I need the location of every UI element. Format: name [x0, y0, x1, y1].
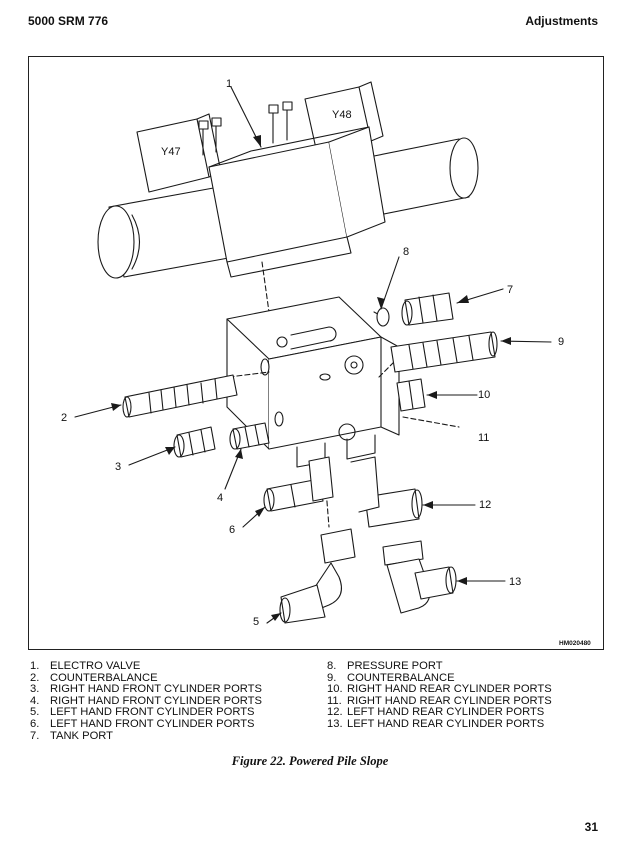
elbow-13-drawing: [382, 540, 457, 614]
legend-item: 5.LEFT HAND FRONT CYLINDER PORTS: [30, 706, 255, 719]
callout-9: 9: [558, 336, 564, 348]
manifold-block-drawing: [226, 296, 400, 468]
legend-item: 4.RIGHT HAND FRONT CYLINDER PORTS: [30, 694, 262, 707]
elbow-5-drawing: [279, 528, 356, 624]
fitting-8-drawing: [376, 307, 390, 327]
figure-caption: Figure 22. Powered Pile Slope: [231, 754, 389, 768]
callout-2: 2: [61, 412, 67, 424]
counterbalance-right-drawing: [390, 331, 498, 373]
legend-item: 2.COUNTERBALANCE: [30, 671, 158, 684]
header-manual-id: 5000 SRM 776: [28, 14, 109, 28]
callout-10: 10: [478, 389, 490, 401]
legend-item: 12.LEFT HAND REAR CYLINDER PORTS: [327, 706, 545, 719]
legend-item: 10.RIGHT HAND REAR CYLINDER PORTS: [327, 683, 552, 696]
callout-arrowheads: [111, 135, 511, 621]
legend-item: 9.COUNTERBALANCE: [327, 671, 455, 684]
callout-6: 6: [229, 524, 235, 536]
fitting-3-drawing: [173, 426, 216, 458]
solenoid-label-y47: Y47: [161, 146, 181, 158]
page-number: 31: [584, 820, 598, 834]
header-section-title: Adjustments: [525, 14, 598, 28]
fitting-12-drawing: [350, 456, 423, 528]
legend-item: 7.TANK PORT: [30, 729, 113, 742]
callout-3: 3: [115, 461, 121, 473]
electro-valve-drawing: Y47 Y48: [97, 81, 479, 279]
legend-item: 6.LEFT HAND FRONT CYLINDER PORTS: [30, 717, 255, 730]
counterbalance-left-drawing: [122, 374, 238, 418]
legend-item: 3.RIGHT HAND FRONT CYLINDER PORTS: [30, 683, 262, 696]
legend-item: 11.RIGHT HAND REAR CYLINDER PORTS: [327, 694, 552, 707]
valve-assembly-illustration: Y47 Y48: [61, 78, 591, 647]
fitting-10-drawing: [396, 378, 426, 412]
drawing-id: HM020480: [559, 640, 591, 647]
solenoid-label-y48: Y48: [332, 109, 352, 121]
legend-left-column: 1.ELECTRO VALVE 2.COUNTERBALANCE 3.RIGHT…: [30, 660, 262, 742]
callout-4: 4: [217, 492, 223, 504]
callout-12: 12: [479, 499, 491, 511]
callout-7: 7: [507, 284, 513, 296]
legend-item: 1.ELECTRO VALVE: [30, 660, 141, 672]
legend-item: 8.PRESSURE PORT: [327, 660, 443, 672]
fitting-7-drawing: [401, 292, 454, 326]
callout-8: 8: [403, 246, 409, 258]
callout-1: 1: [226, 78, 232, 90]
callout-5: 5: [253, 616, 259, 628]
callout-11: 11: [478, 432, 489, 444]
figure-frame: Y47 Y48: [28, 56, 604, 650]
legend-right-column: 8.PRESSURE PORT 9.COUNTERBALANCE 10.RIGH…: [327, 660, 552, 731]
fitting-6-drawing: [263, 456, 334, 512]
legend-item: 13.LEFT HAND REAR CYLINDER PORTS: [327, 717, 545, 730]
callout-13: 13: [509, 576, 521, 588]
fitting-4-drawing: [229, 422, 270, 450]
